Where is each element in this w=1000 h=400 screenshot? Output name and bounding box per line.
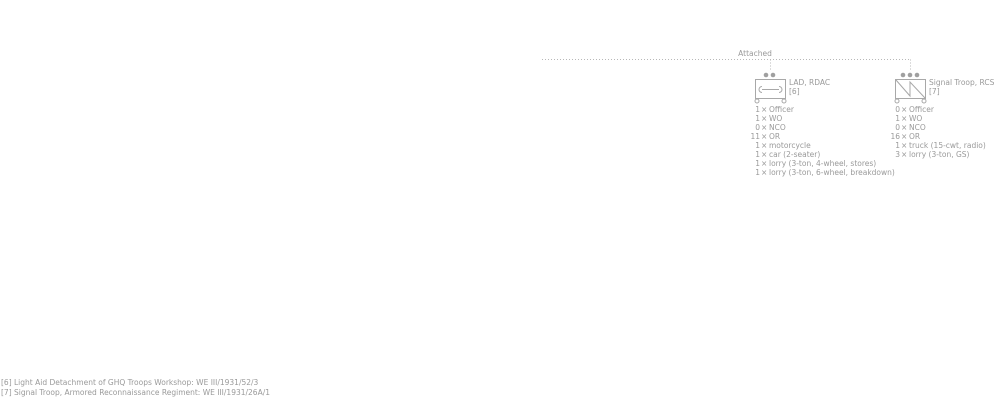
times-symbol: × (901, 141, 907, 150)
personnel-list: 1 × Officer 1 × WO 0 × NCO 11 × OR (750, 105, 794, 141)
personnel-role: Officer (909, 105, 935, 114)
times-symbol: × (901, 150, 907, 159)
personnel-count: 0 (895, 105, 900, 114)
vehicle-type: lorry (3-ton, GS) (909, 150, 970, 159)
times-symbol: × (761, 150, 767, 159)
vehicle-type: car (2-seater) (769, 150, 820, 159)
footnotes: [6] Light Aid Detachment of GHQ Troops W… (1, 378, 270, 397)
personnel-count: 1 (755, 105, 760, 114)
vehicle-count: 3 (895, 150, 900, 159)
personnel-count: 0 (895, 123, 900, 132)
vehicle-type: motorcycle (769, 141, 811, 150)
times-symbol: × (761, 114, 767, 123)
times-symbol: × (901, 114, 907, 123)
vehicle-count: 1 (755, 168, 760, 177)
times-symbol: × (761, 159, 767, 168)
times-symbol: × (761, 141, 767, 150)
personnel-role: NCO (909, 123, 926, 132)
personnel-role: WO (909, 114, 922, 123)
times-symbol: × (901, 132, 907, 141)
repair-unit-symbol-icon (754, 79, 787, 104)
footnote-6: [6] Light Aid Detachment of GHQ Troops W… (1, 378, 259, 387)
personnel-list: 0 × Officer 1 × WO 0 × NCO 16 × OR (890, 105, 934, 141)
personnel-role: WO (769, 114, 782, 123)
vehicle-type: truck (15-cwt, radio) (909, 141, 986, 150)
vehicle-type: lorry (3-ton, 6-wheel, breakdown) (769, 168, 895, 177)
times-symbol: × (901, 123, 907, 132)
vehicle-count: 1 (755, 159, 760, 168)
personnel-role: Officer (769, 105, 795, 114)
unit-footnote-ref: [7] (929, 87, 940, 96)
vehicle-list: 1 × motorcycle 1 × car (2-seater) 1 × lo… (755, 141, 895, 177)
personnel-count: 11 (750, 132, 760, 141)
times-symbol: × (761, 132, 767, 141)
unit-name: Signal Troop, RCS (929, 78, 995, 87)
personnel-count: 16 (890, 132, 900, 141)
personnel-count: 1 (895, 114, 900, 123)
echelon-troop-icon (900, 72, 920, 78)
vehicle-count: 1 (755, 150, 760, 159)
personnel-count: 0 (755, 123, 760, 132)
unit-signal-troop-rcs[interactable]: Signal Troop, RCS [7] 0 × Officer 1 × WO… (890, 72, 995, 159)
footnote-7: [7] Signal Troop, Armored Reconnaissance… (1, 388, 270, 397)
personnel-count: 1 (755, 114, 760, 123)
vehicle-count: 1 (895, 141, 900, 150)
personnel-role: OR (909, 132, 920, 141)
attached-label: Attached (738, 49, 772, 58)
personnel-role: OR (769, 132, 780, 141)
vehicle-count: 1 (755, 141, 760, 150)
times-symbol: × (901, 105, 907, 114)
times-symbol: × (761, 168, 767, 177)
unit-lad-rdac[interactable]: LAD, RDAC [6] 1 × Officer 1 × WO 0 × NCO… (750, 72, 895, 177)
echelon-section-icon (763, 72, 776, 78)
signal-unit-symbol-icon (894, 79, 927, 104)
vehicle-type: lorry (3-ton, 4-wheel, stores) (769, 159, 876, 168)
vehicle-list: 1 × truck (15-cwt, radio) 3 × lorry (3-t… (895, 141, 986, 159)
unit-name: LAD, RDAC (789, 78, 830, 87)
times-symbol: × (761, 123, 767, 132)
times-symbol: × (761, 105, 767, 114)
unit-footnote-ref: [6] (789, 87, 800, 96)
personnel-role: NCO (769, 123, 786, 132)
